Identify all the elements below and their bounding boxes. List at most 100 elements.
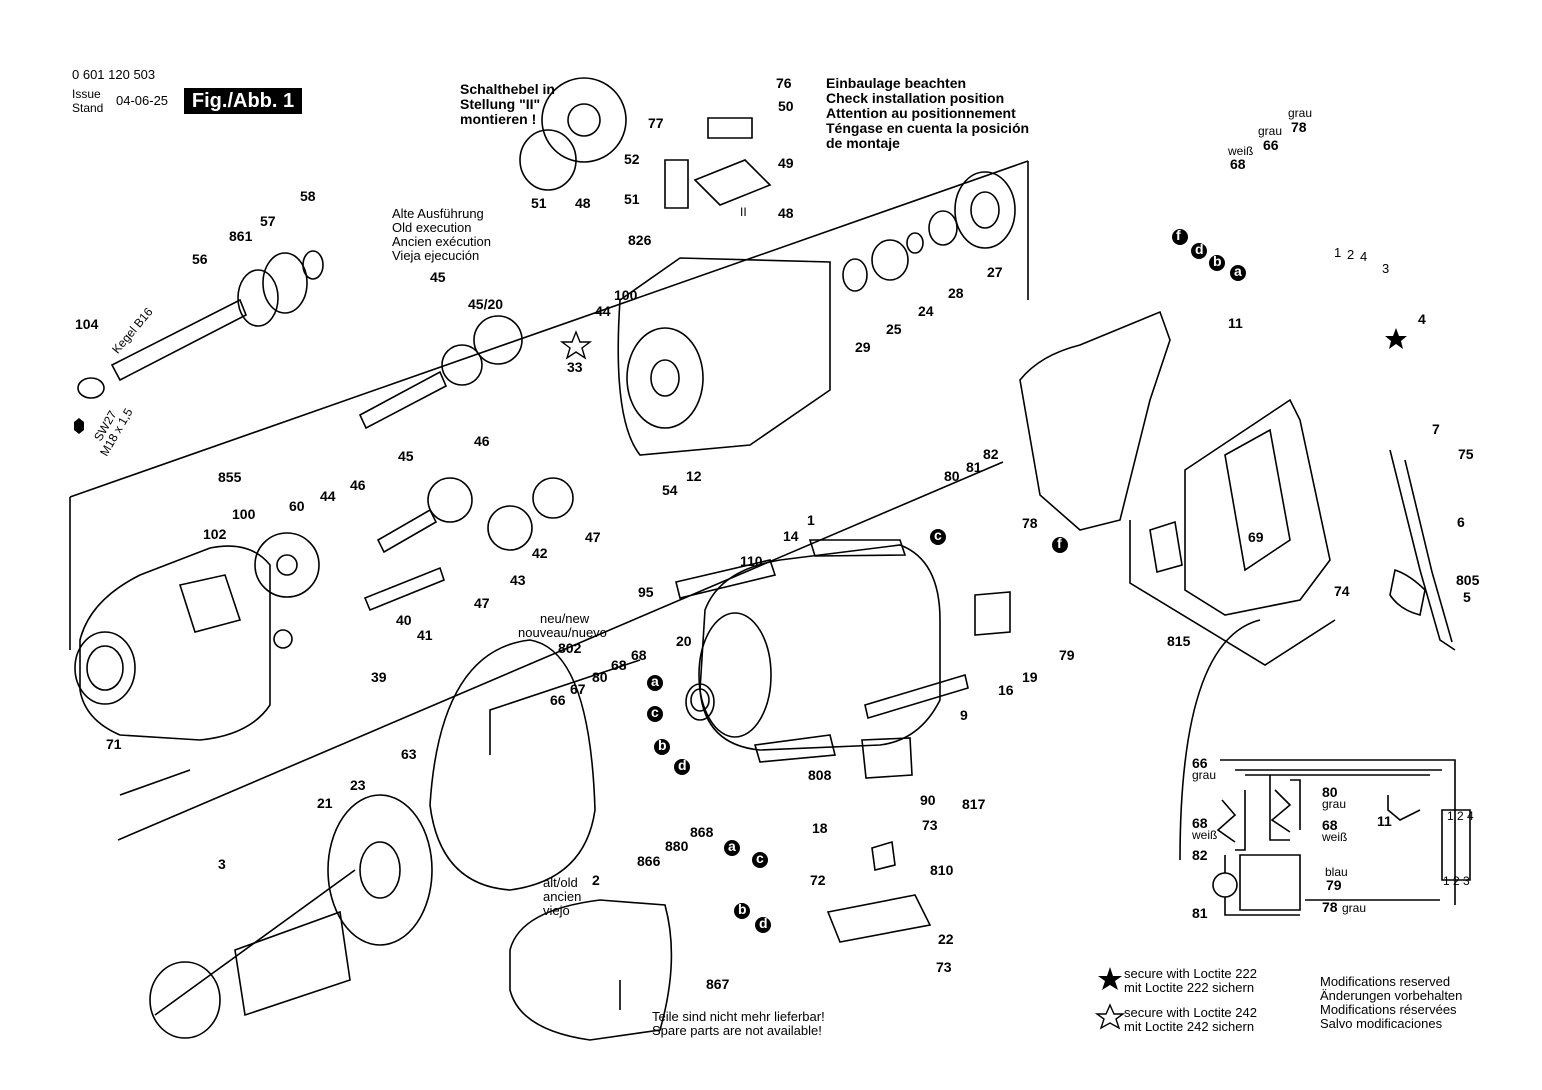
part-label-73b: 73: [936, 959, 952, 975]
part-label-802: 802: [558, 640, 582, 656]
part-label-46: 46: [474, 433, 490, 449]
part-label-82b: 82: [1192, 847, 1208, 863]
part-label-805: 805: [1456, 572, 1480, 588]
legend-loctite242-2: mit Loctite 242 sichern: [1124, 1019, 1255, 1034]
terminal-16: [974, 591, 1011, 636]
part-label-82: 82: [983, 446, 999, 462]
part-label-68e: 68: [1322, 817, 1338, 833]
stator-old: [509, 899, 673, 1041]
cover-22: [826, 894, 932, 943]
part-label-855: 855: [218, 469, 242, 485]
part-label-45b: 45: [398, 448, 414, 464]
part-label-808: 808: [808, 767, 832, 783]
wire-letter-b: b: [1213, 253, 1222, 269]
bearing-28: [928, 210, 958, 246]
part-label-20: 20: [676, 633, 692, 649]
part-label-33: 33: [567, 359, 583, 375]
figure-label: Fig./Abb. 1: [184, 88, 302, 114]
divider-line-lower: [117, 461, 1004, 841]
part-label-81: 81: [966, 459, 982, 475]
part-label-866: 866: [637, 853, 661, 869]
part-label-16: 16: [998, 682, 1014, 698]
part-label-45: 45: [430, 269, 446, 285]
note-old-stator-2: ancien: [543, 889, 582, 904]
note-old-2: Old execution: [392, 220, 472, 235]
legend-mod-1: Modifications reserved: [1320, 974, 1451, 989]
note-old-stator-3: viejo: [543, 903, 570, 918]
note-old-4: Vieja ejecución: [392, 248, 480, 263]
end-plate-27: [954, 171, 1016, 249]
label-grau-80: grau: [1322, 797, 1347, 811]
part-label-74: 74: [1334, 583, 1350, 599]
label-terminals-top: 1 2 4: [1447, 809, 1474, 823]
note-install-1: Einbaulage beachten: [826, 75, 967, 91]
part-label-73: 73: [922, 817, 938, 833]
issue-date: 04-06-25: [116, 93, 169, 108]
part-label-3: 3: [218, 856, 226, 872]
part-label-68d: 68: [1192, 815, 1208, 831]
ring-29: [842, 258, 868, 292]
part-label-21: 21: [317, 795, 333, 811]
label-blau: blau: [1325, 865, 1348, 879]
part-label-68c: 68: [631, 647, 647, 663]
leader-802: [489, 659, 641, 755]
part-label-39: 39: [371, 669, 387, 685]
note-switch-2: Stellung "II": [460, 96, 541, 112]
gear-housing: [74, 545, 271, 741]
part-number: 0 601 120 503: [72, 67, 156, 82]
part-label-47b: 47: [474, 595, 490, 611]
note-install-5: de montaje: [826, 135, 900, 151]
part-label-100b: 100: [232, 506, 256, 522]
legend-loctite222-1: secure with Loctite 222: [1124, 966, 1257, 981]
part-label-80b: 80: [592, 669, 608, 685]
wire-num-2: 2: [1347, 247, 1355, 262]
label-grau-78: grau: [1342, 901, 1367, 915]
part-label-60: 60: [289, 498, 305, 514]
stand-label: Stand: [72, 101, 104, 115]
wire-letter-circles: [647, 229, 1246, 933]
wire-letter-c: c: [651, 704, 659, 720]
legend-mod-2: Änderungen vorbehalten: [1320, 988, 1463, 1003]
part-label-27: 27: [987, 264, 1003, 280]
part-label-56: 56: [192, 251, 208, 267]
part-label-76: 76: [776, 75, 792, 91]
wire-letter-a-3: a: [728, 838, 736, 854]
part-label-46b: 46: [350, 477, 366, 493]
part-label-67: 67: [570, 681, 586, 697]
legend-loctite222-2: mit Loctite 222 sichern: [1124, 980, 1255, 995]
strip-95: [675, 559, 777, 599]
bearing-25: [871, 239, 909, 281]
star-outline-symbol-2: [559, 330, 593, 360]
cable-5: [1389, 449, 1456, 651]
part-label-49: 49: [778, 155, 794, 171]
part-label-102: 102: [203, 526, 227, 542]
leader-blank: [1179, 619, 1261, 861]
label-weiss-top: weiß: [1228, 144, 1254, 158]
air-guide-23: [327, 794, 433, 946]
label-weiss-68: weiß: [1192, 828, 1218, 842]
part-label-51b: 51: [624, 191, 640, 207]
part-label-23: 23: [350, 777, 366, 793]
wire-letter-b-3: b: [738, 901, 747, 917]
part-label-100: 100: [614, 287, 638, 303]
note-spare-2: Spare parts are not available!: [652, 1023, 822, 1038]
part-label-1: 1: [807, 512, 815, 528]
part-label-78: 78: [1291, 119, 1307, 135]
label-terminals-bottom: 1 2 3: [1443, 874, 1470, 888]
part-label-63: 63: [401, 746, 417, 762]
carbon-brush-817: [861, 737, 913, 779]
part-label-2: 2: [592, 872, 600, 888]
part-label-29: 29: [855, 339, 871, 355]
part-label-22: 22: [938, 931, 954, 947]
part-label-54: 54: [662, 482, 678, 498]
note-switch-1: Schalthebel in: [460, 81, 555, 97]
part-label-110: 110: [740, 553, 763, 569]
part-label-40: 40: [396, 612, 412, 628]
part-label-25: 25: [886, 321, 902, 337]
part-label-48b: 48: [778, 205, 794, 221]
clip-810: [871, 840, 896, 871]
part-label-24: 24: [918, 303, 934, 319]
part-label-52: 52: [624, 151, 640, 167]
note-old-stator-1: alt/old: [543, 875, 578, 890]
